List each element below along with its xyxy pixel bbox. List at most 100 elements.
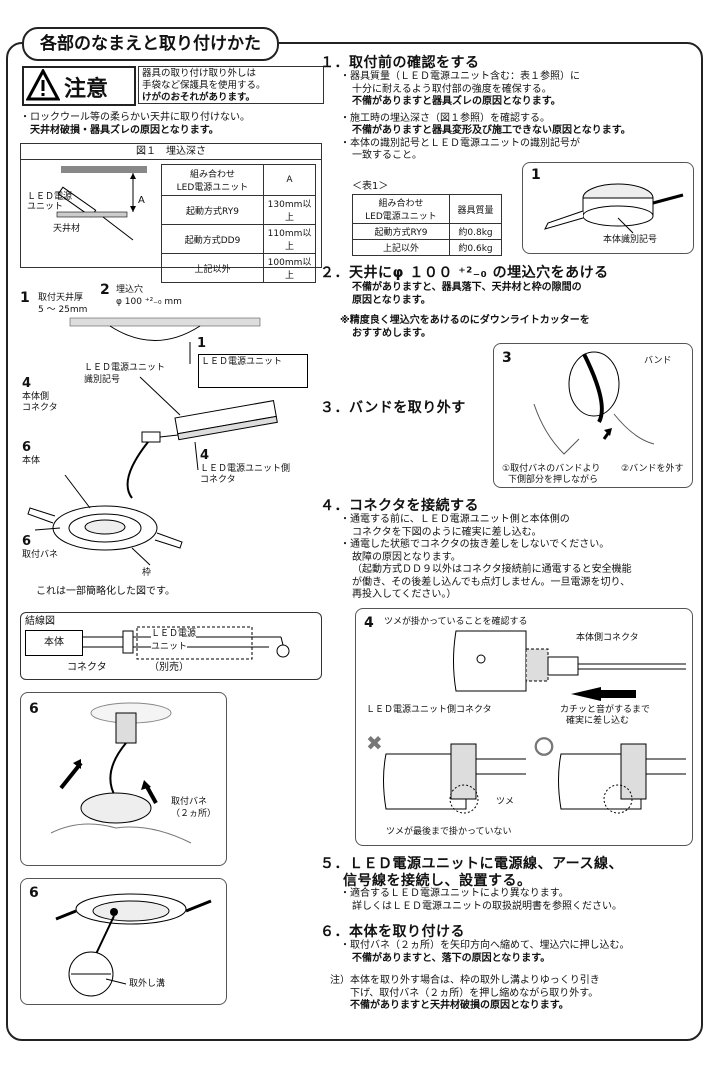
th-text: 組み合わせ [189, 170, 235, 180]
wiring-diagram: 結線図 本体 ＬＥＤ電源 ユニット コネクタ （別売） [20, 612, 322, 680]
weight-cell: 約0.6kg [449, 239, 502, 256]
parts-diagram: 1 取付天井厚 5 ～ 25mm 2 埋込穴 φ 100 ⁺²₋₀ mm 1 Ｌ… [20, 280, 320, 600]
part-number-1: 1 [20, 290, 30, 306]
rockwool-note-line: ・ロックウール等の柔らかい天井に取り付けない。 [20, 112, 250, 123]
step1-line: 十分に耐えるよう取付部の強度を確保する。 [352, 83, 552, 95]
step3-caption-2: ②バンドを外す [621, 464, 684, 474]
step4-line: 再投入してください。） [352, 589, 457, 600]
step3-caption-1a: ①取付バネのバンドより [502, 464, 601, 474]
step6-note-warning: 不備がありますと天井材破損の原因となります。 [350, 1000, 569, 1011]
step1-fig-label: 本体識別記号 [603, 235, 658, 245]
caution-text: 器具の取り付け取り外しは 手袋など保護具を使用する。 けがのおそれがあります。 [138, 66, 324, 104]
wiring-led-1: ＬＥＤ電源 [151, 629, 197, 640]
led-connector-callout: ＬＥＤ電源ユニット側コネクタ [366, 705, 492, 715]
depth-cell: 130mm以上 [263, 195, 316, 225]
caution-label: 注意 [64, 77, 109, 102]
caution-line: 手袋など保護具を使用する。 [142, 80, 266, 91]
weight-table-header: 組み合わせ LED電源ユニット [352, 194, 450, 224]
ceiling-thickness-value: 5 ～ 25mm [38, 305, 88, 315]
table1-title: ＜表1＞ [352, 181, 389, 192]
step4-title: ４．コネクタを接続する [320, 498, 479, 514]
wiring-separate: （別売） [149, 662, 189, 673]
depth-cell: 起動方式DD9 [161, 224, 264, 254]
page-frame [6, 42, 703, 1041]
fig6a-drawing [50, 702, 192, 844]
weight-cell: 約0.8kg [449, 223, 502, 240]
step1-fig-number: 1 [531, 167, 541, 183]
wiring-body-box: 本体 [25, 630, 83, 656]
step4-line: 通電した状態でコネクタの抜き差しをしないでください。 [340, 539, 700, 552]
rockwool-note-warning: 天井材破損・器具ズレの原因となります。 [30, 125, 219, 136]
step5-text: 適合するＬＥＤ電源ユニットにより異なります。 詳しくはＬＥＤ電源ユニットの取扱説… [340, 888, 700, 913]
part-number-6b: 6 [22, 534, 32, 549]
step5-line: 詳しくはＬＥＤ電源ユニットの取扱説明書を参照ください。 [352, 900, 622, 912]
step1-warning: 不備がありますと器具変形及び施工できない原因となります。 [352, 125, 631, 136]
step6-note-line: 注）本体を取り外す場合は、枠の取外し溝よりゆっくり引き [330, 975, 600, 986]
step1-fig-drawing [544, 183, 684, 234]
step1-title: １．取付前の確認をする [320, 55, 480, 71]
step6-title: ６．本体を取り付ける [320, 924, 465, 940]
fig1-a-label: A [138, 195, 145, 206]
depth-cell: 100mm以上 [263, 253, 316, 283]
wiring-title: 結線図 [25, 616, 55, 627]
step4-fig-number: 4 [364, 615, 374, 631]
figure-6b: 6 取外し溝 [20, 878, 227, 1005]
step6-line: 取付バネ（２ヵ所）を矢印方向へ縮めて、埋込穴に押し込む。 [340, 940, 700, 953]
step5-title-2: 信号線を接続し、設置する。 [343, 873, 532, 889]
depth-cell: 上記以外 [161, 253, 264, 283]
depth-table-header: 組み合わせ LED電源ユニット [161, 164, 264, 196]
ng-caption: ツメが最後まで掛かっていない [386, 827, 512, 837]
step5-line: 適合するＬＥＤ電源ユニットにより異なります。 [340, 888, 700, 901]
depth-table-header-a: A [263, 164, 316, 196]
figure-step3: 3 バンド ①取付バネのバンドより 下側部分を押しながら ②バンドを外す [493, 343, 693, 488]
step4-fig-caption: ツメが掛かっていることを確認する [384, 617, 528, 627]
ok-mark: 〇 [534, 735, 554, 759]
step4-fig-drawing [383, 630, 686, 814]
step4-line: が働き、その後差し込んでも点灯しません。一旦電源を切り、 [352, 576, 631, 588]
step1-text: 器具質量（ＬＥＤ電源ユニット含む：表１参照）に 十分に耐えるよう取付部の強度を確… [340, 71, 700, 163]
tsume-label: ツメ [496, 797, 515, 807]
ceiling-thickness-label: 取付天井厚 [38, 293, 84, 303]
part-number-4a: 4 [22, 376, 32, 391]
ng-mark: ✖ [366, 731, 383, 755]
step4-line: （起動方式ＤＤ９以外はコネクタ接続前に通電すると安全機能 [352, 564, 632, 575]
step4-line: コネクタを下図のように確実に差し込む。 [352, 526, 542, 538]
step4-line: 故障の原因となります。 [352, 551, 461, 563]
fig1-ceiling-label: 天井材 [53, 224, 81, 234]
fig6b-groove-label: 取外し溝 [129, 979, 166, 989]
led-connector-label-2: コネクタ [200, 475, 236, 485]
step2-warning: 不備がありますと、器具落下、天井材と枠の隙間の [352, 282, 582, 293]
caution-box: 注意 器具の取り付け取り外しは 手袋など保護具を使用する。 けがのおそれがありま… [20, 64, 324, 106]
click-note-2: 確実に差し込む [566, 716, 630, 726]
body-label: 本体 [22, 456, 41, 466]
step4-line: 通電する前に、ＬＥＤ電源ユニット側と本体側の [340, 514, 700, 527]
part-number-2: 2 [100, 282, 110, 298]
fig6a-spring-count: （２ヵ所） [171, 809, 217, 819]
step2-text: 不備がありますと、器具落下、天井材と枠の隙間の 原因となります。 ※精度良く埋込… [340, 282, 700, 340]
figure-1-title: 図１ 埋込深さ [21, 144, 321, 160]
step1-warning: 不備がありますと器具ズレの原因となります。 [352, 96, 561, 107]
step3-fig-number: 3 [502, 350, 512, 366]
step3-fig-drawing [533, 351, 655, 455]
figure-1: 図１ 埋込深さ ＬＥＤ電源 ユニット 天井材 A 組み合わせ LED電源ユニット… [20, 143, 322, 283]
led-connector-label-1: ＬＥＤ電源ユニット側 [200, 464, 291, 474]
step2-warning: 原因となります。 [352, 294, 431, 306]
step3-title: ３．バンドを取り外す [320, 400, 466, 416]
fig1-led-label: ＬＥＤ電源 [27, 192, 73, 202]
step6-text: 取付バネ（２ヵ所）を矢印方向へ縮めて、埋込穴に押し込む。 不備がありますと、落下… [340, 940, 700, 965]
depth-cell: 起動方式RY9 [161, 195, 264, 225]
weight-cell: 起動方式RY9 [352, 223, 450, 240]
step2-note: おすすめします。 [352, 327, 431, 339]
spring-label: 取付バネ [22, 550, 59, 560]
fig1-unit-label: ユニット [27, 202, 64, 212]
figure-step4: 4 ツメが掛かっていることを確認する 本体側コネクタ ＬＥＤ電源ユニット側コネク… [355, 608, 693, 846]
step3-caption-1b: 下側部分を押しながら [508, 475, 599, 485]
weight-cell: 上記以外 [352, 239, 450, 256]
simplified-note: これは一部簡略化した図です。 [36, 586, 175, 597]
click-note-1: カチッと音がするまで [560, 705, 651, 715]
step5-title: ５．ＬＥＤ電源ユニットに電源線、アース線、 [320, 856, 623, 872]
wiring-connector: コネクタ [67, 662, 107, 673]
step1-line: 一致すること。 [352, 150, 422, 161]
id-label-b: 識別記号 [84, 375, 121, 385]
body-connector-label-2: コネクタ [22, 403, 58, 413]
